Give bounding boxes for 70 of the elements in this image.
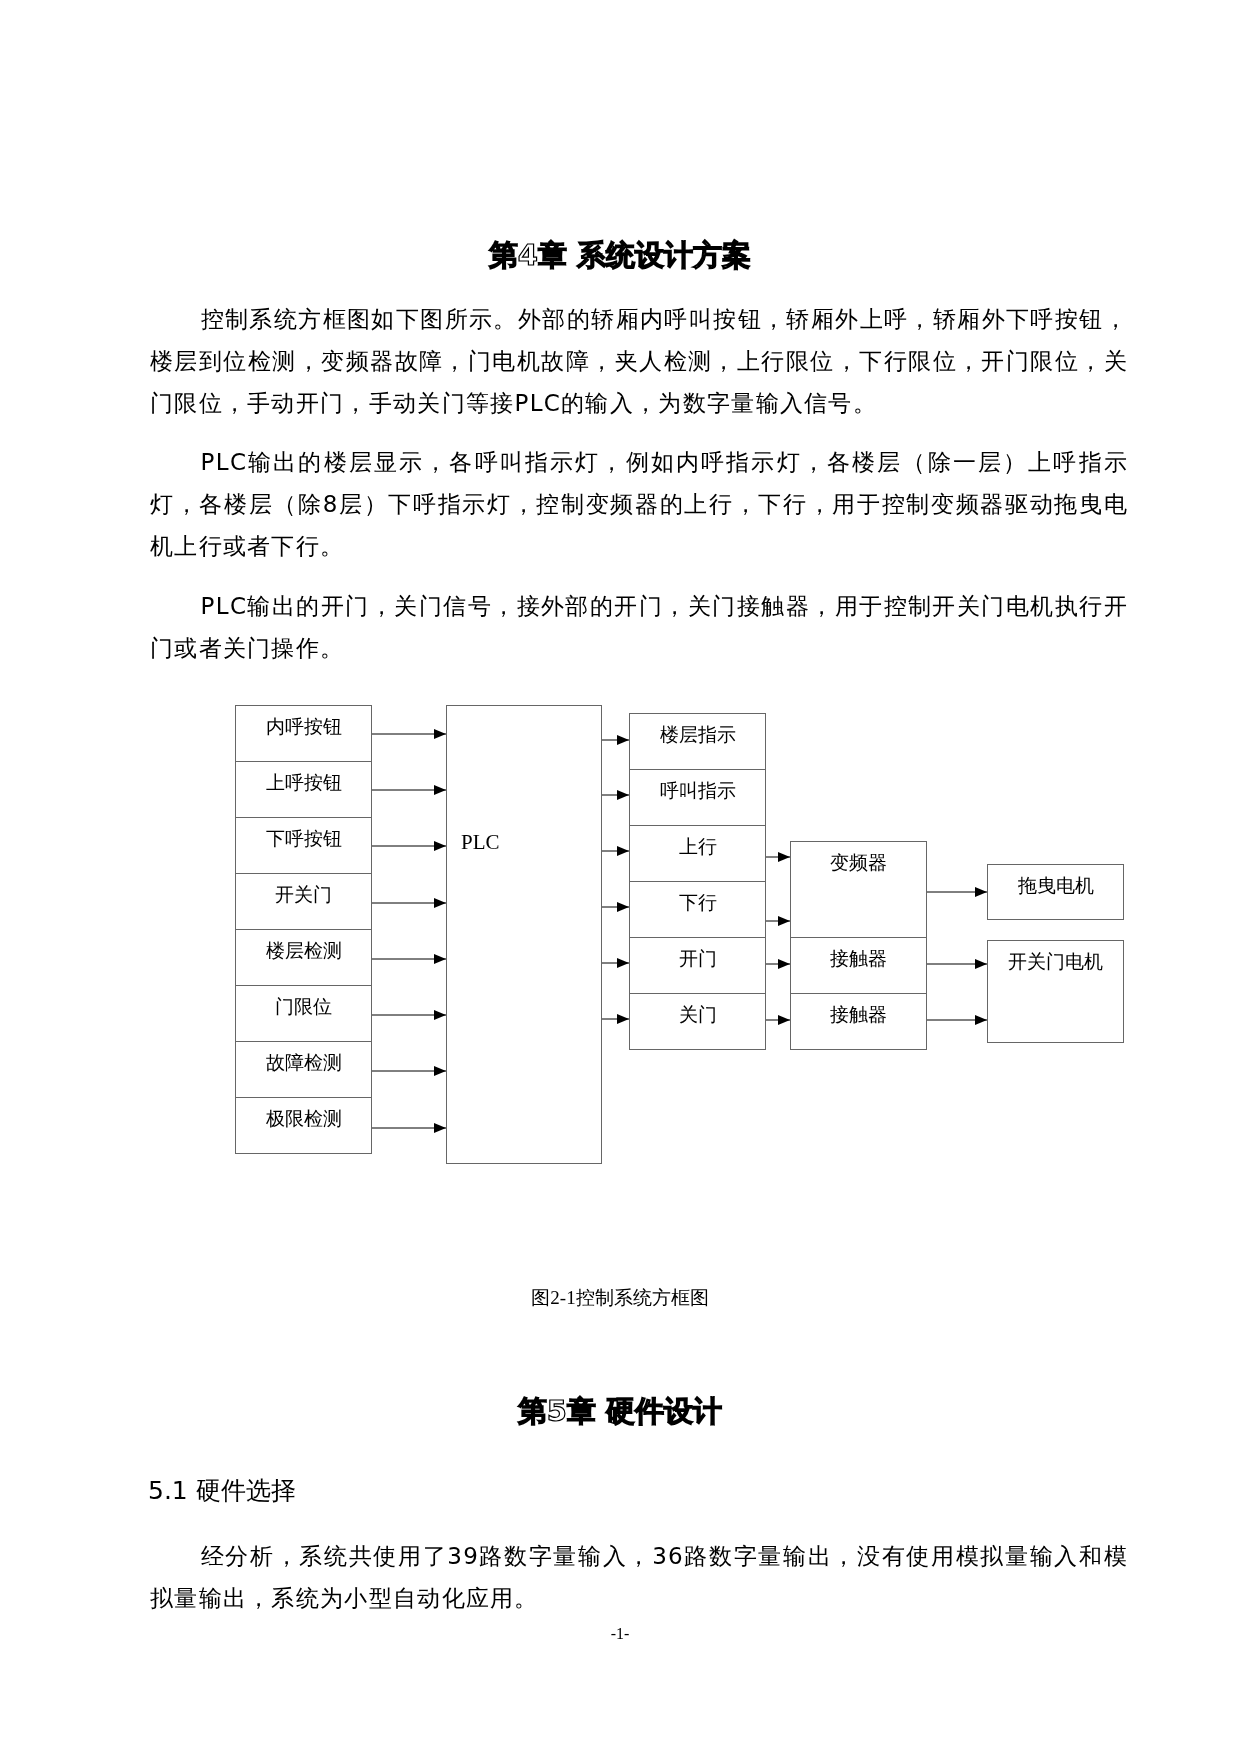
block-box bbox=[790, 993, 927, 1050]
block-label: 开关门电机 bbox=[1008, 949, 1103, 974]
block-label: 关门 bbox=[678, 1002, 717, 1027]
block-box bbox=[790, 841, 927, 938]
block-label: 门限位 bbox=[275, 994, 332, 1019]
arrow bbox=[601, 846, 630, 856]
section-heading: 5.1 硬件选择 bbox=[148, 1475, 296, 1507]
arrow bbox=[371, 1066, 447, 1076]
paragraph: 经分析，系统共使用了39路数字量输入，36路数字量输出，没有使用模拟量输入和模拟量输出，系统为小型自动化应用。 bbox=[150, 1542, 1128, 1613]
arrow bbox=[371, 954, 447, 964]
block-box bbox=[629, 993, 766, 1050]
arrow bbox=[371, 1123, 447, 1133]
block-label: 内呼按钮 bbox=[265, 714, 342, 739]
block-label: 接触器 bbox=[830, 1002, 887, 1027]
arrow bbox=[765, 1015, 791, 1025]
block-label: 开关门 bbox=[275, 882, 332, 907]
block-label: 故障检测 bbox=[265, 1050, 342, 1075]
arrow bbox=[601, 958, 630, 968]
block-box bbox=[629, 825, 766, 882]
block-box bbox=[629, 881, 766, 938]
controller-block bbox=[446, 705, 602, 1164]
arrow bbox=[371, 729, 447, 739]
arrow bbox=[371, 841, 447, 851]
paragraph: 控制系统方框图如下图所示。外部的轿厢内呼叫按钮，轿厢外上呼，轿厢外下呼按钮，楼层到位检测，变频器故障，门电机故障，夹人检测，上行限位，下行限位，开门限位，关门限位，手动开门，手动关门等接PLC的输入，为数字量输入信号。 bbox=[150, 305, 1128, 418]
block-box bbox=[629, 713, 766, 770]
chapter-heading: 第5章 硬件设计 bbox=[517, 1393, 723, 1430]
paragraph: PLC输出的楼层显示，各呼叫指示灯，例如内呼指示灯，各楼层（除一层）上呼指示灯，各楼层（除8层）下呼指示灯，控制变频器的上行，下行，用于控制变频器驱动拖曳电机上行或者下行。 bbox=[150, 448, 1128, 561]
block-label: 下呼按钮 bbox=[265, 826, 342, 851]
arrow bbox=[601, 1014, 630, 1024]
figure-caption: 图2-1控制系统方框图 bbox=[531, 1287, 709, 1308]
arrow bbox=[371, 785, 447, 795]
arrow bbox=[371, 1010, 447, 1020]
block-label: 拖曳电机 bbox=[1017, 873, 1094, 898]
paragraph: PLC输出的开门，关门信号，接外部的开门，关门接触器，用于控制开关门电机执行开门或者关门操作。 bbox=[150, 592, 1128, 663]
block-label: PLC bbox=[461, 830, 500, 855]
block-box bbox=[235, 929, 372, 986]
block-box bbox=[987, 864, 1124, 920]
arrow bbox=[601, 902, 630, 912]
block-box bbox=[235, 705, 372, 762]
arrow bbox=[926, 959, 988, 969]
block-box bbox=[235, 1097, 372, 1154]
block-box bbox=[235, 1041, 372, 1098]
block-label: 呼叫指示 bbox=[659, 778, 736, 803]
block-label: 开门 bbox=[678, 946, 717, 971]
block-box bbox=[790, 937, 927, 994]
block-box bbox=[235, 761, 372, 818]
block-label: 变频器 bbox=[830, 850, 887, 875]
arrow bbox=[765, 959, 791, 969]
block-box bbox=[235, 985, 372, 1042]
block-label: 下行 bbox=[678, 890, 717, 915]
arrow bbox=[765, 916, 791, 926]
arrow bbox=[926, 1015, 988, 1025]
chapter-heading: 第4章 系统设计方案 bbox=[488, 237, 752, 274]
arrow bbox=[926, 887, 988, 897]
block-label: 上行 bbox=[678, 834, 717, 859]
block-label: 极限检测 bbox=[265, 1106, 342, 1131]
arrow bbox=[765, 852, 791, 862]
arrow bbox=[601, 790, 630, 800]
arrow bbox=[601, 735, 630, 745]
block-label: 接触器 bbox=[830, 946, 887, 971]
block-label: 楼层检测 bbox=[265, 938, 342, 963]
block-box bbox=[629, 937, 766, 994]
block-box bbox=[235, 817, 372, 874]
block-box bbox=[987, 940, 1124, 1043]
page-number: -1- bbox=[610, 1625, 630, 1642]
block-label: 楼层指示 bbox=[659, 722, 736, 747]
block-box bbox=[629, 769, 766, 826]
block-box bbox=[235, 873, 372, 930]
arrow bbox=[371, 898, 447, 908]
block-label: 上呼按钮 bbox=[265, 770, 342, 795]
